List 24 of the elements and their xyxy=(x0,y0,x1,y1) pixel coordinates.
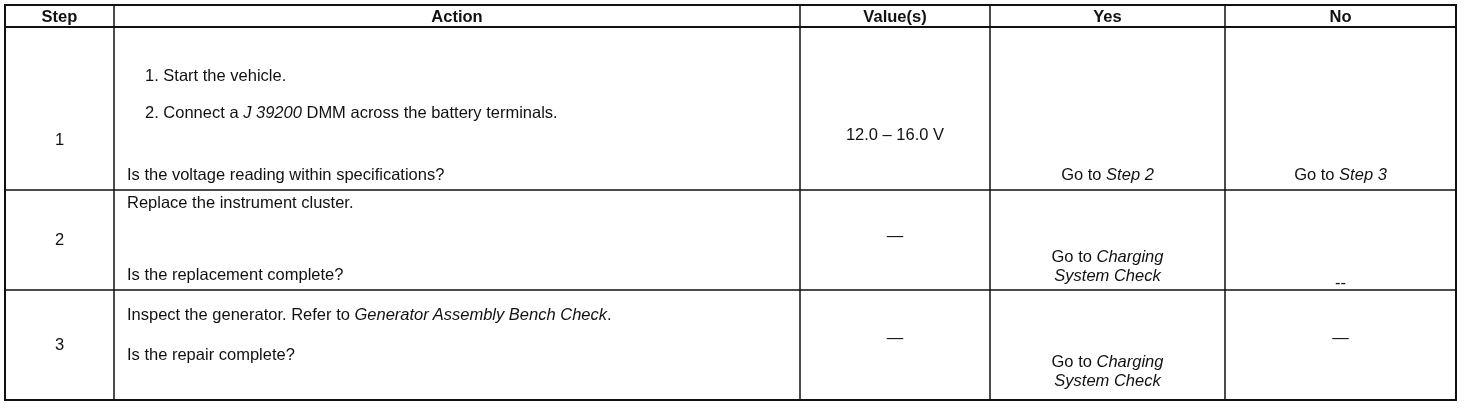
dash-text: — xyxy=(885,226,905,245)
result-text: Go to Step 2 xyxy=(1060,165,1155,184)
result-text: Go to Charging System Check xyxy=(1050,352,1165,390)
instruction-text: 1. Start the vehicle. xyxy=(145,66,288,85)
step-number: 2 xyxy=(53,230,66,249)
question-text: Is the repair complete? xyxy=(127,345,296,364)
dash-text: — xyxy=(1331,328,1350,347)
result-text: Go to Charging System Check xyxy=(1050,247,1165,285)
dash-text: -- xyxy=(1334,273,1347,292)
header-cell-text: No xyxy=(1328,7,1353,26)
header-cell-text: Action xyxy=(430,7,484,26)
value-text: 12.0 – 16.0 V xyxy=(844,125,946,144)
dash-text: — xyxy=(885,328,905,347)
header-cell-text: Yes xyxy=(1092,7,1123,26)
instruction-text: 2. Connect a J 39200 DMM across the battery terminals. xyxy=(145,103,559,122)
question-text: Is the voltage reading within specifications? xyxy=(127,165,446,184)
question-text: Is the replacement complete? xyxy=(127,265,345,284)
step-number: 3 xyxy=(53,335,66,354)
instruction-text: Inspect the generator. Refer to Generator Assembly Bench Check. xyxy=(127,305,613,324)
header-cell-text: Step xyxy=(40,7,79,26)
result-text: Go to Step 3 xyxy=(1293,165,1388,184)
step-number: 1 xyxy=(53,130,66,149)
instruction-text: Replace the instrument cluster. xyxy=(127,193,355,212)
header-cell-text: Value(s) xyxy=(862,7,928,26)
